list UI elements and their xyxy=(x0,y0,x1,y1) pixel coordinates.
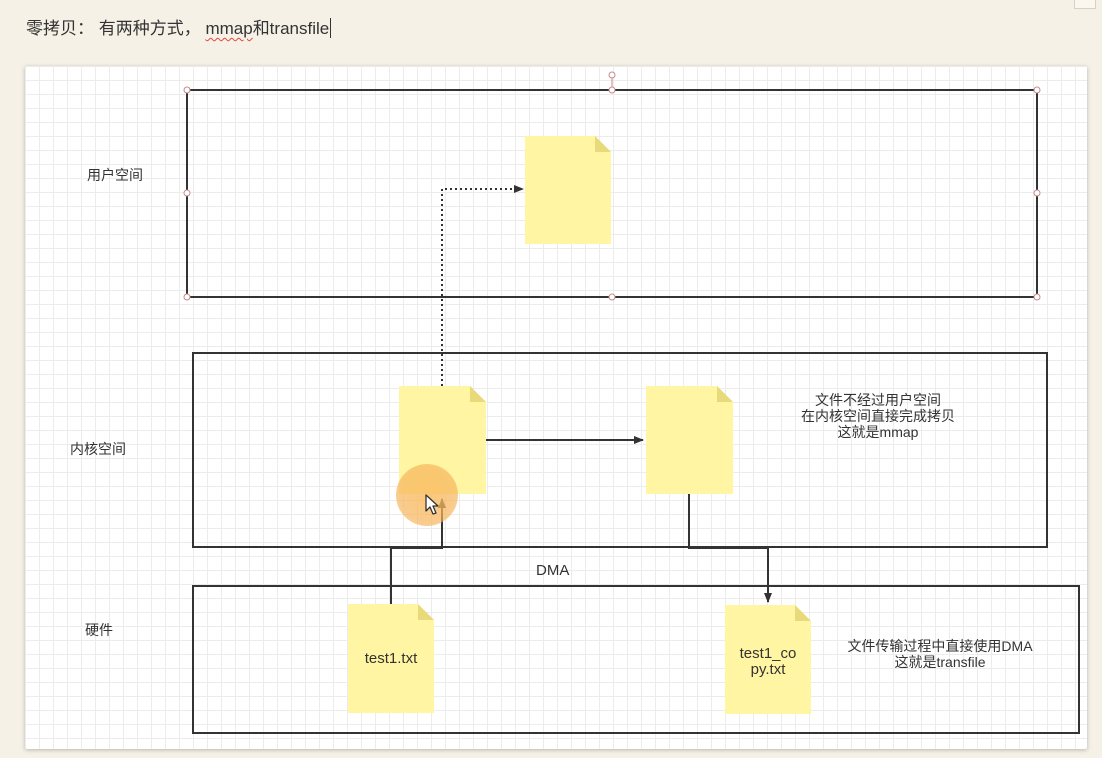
note-mmap-line-3: 这就是mmap xyxy=(837,424,919,440)
hardware-box[interactable] xyxy=(192,585,1080,734)
selection-handles[interactable] xyxy=(183,71,1041,301)
label-kernel-space: 内核空间 xyxy=(70,441,126,457)
file-icon-test1[interactable] xyxy=(348,604,434,713)
note-mmap-line-2: 在内核空间直接完成拷贝 xyxy=(801,408,955,424)
note-transfile[interactable]: 文件传输过程中直接使用DMA 这就是transfile xyxy=(830,638,1050,670)
note-transfile-line-1: 文件传输过程中直接使用DMA xyxy=(847,638,1033,654)
heading-mmap-word: mmap xyxy=(205,19,253,38)
heading-prefix: 零拷贝： 有两种方式， xyxy=(26,19,206,38)
mouse-pointer-icon xyxy=(425,494,439,515)
note-mmap[interactable]: 文件不经过用户空间 在内核空间直接完成拷贝 这就是mmap xyxy=(793,392,963,440)
dma-read-arrow[interactable] xyxy=(390,498,446,604)
cursor-highlight xyxy=(396,464,458,526)
label-dma: DMA xyxy=(536,562,570,579)
page-heading[interactable]: 零拷贝： 有两种方式， mmap和transfile xyxy=(26,14,332,39)
diagram-canvas[interactable]: 用户空间 内核空间 硬件 DMA 文件不经过用户空间 在内核空间直接完成拷贝 这… xyxy=(25,66,1087,749)
file-icon-test1-copy[interactable] xyxy=(725,605,811,714)
label-user-space: 用户空间 xyxy=(87,167,143,183)
corner-toolbar-icon[interactable] xyxy=(1074,0,1096,9)
kernel-space-box[interactable] xyxy=(192,352,1048,548)
file-label-test1-copy: test1_co py.txt xyxy=(725,646,811,678)
file-icon-kernel-copy[interactable] xyxy=(646,386,733,494)
label-hardware: 硬件 xyxy=(85,622,113,638)
text-caret xyxy=(330,18,332,38)
mmap-dotted-arrow[interactable] xyxy=(441,185,524,386)
note-mmap-line-1: 文件不经过用户空间 xyxy=(815,392,941,408)
file-label-test1-copy-line-2: py.txt xyxy=(750,661,786,678)
file-label-test1-copy-line-1: test1_co xyxy=(739,645,797,662)
heading-suffix: 和transfile xyxy=(252,19,330,38)
dma-write-arrow[interactable] xyxy=(688,494,772,603)
file-label-test1: test1.txt xyxy=(364,650,418,667)
file-icon-user-space[interactable] xyxy=(525,136,611,244)
note-transfile-line-2: 这就是transfile xyxy=(894,654,986,670)
diagram-svg xyxy=(183,71,1080,734)
user-space-box[interactable] xyxy=(186,89,1038,298)
